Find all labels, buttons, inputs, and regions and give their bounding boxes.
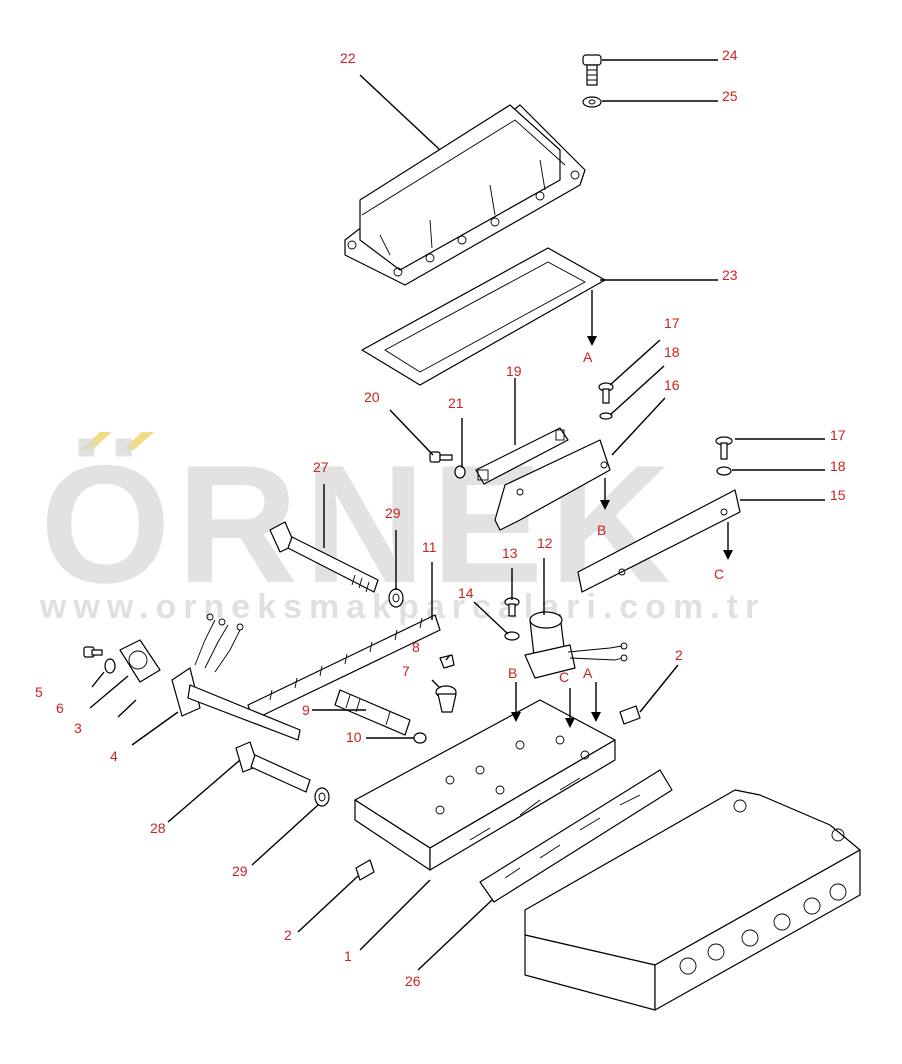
- callout-19: 19: [506, 363, 522, 379]
- washer-part-21: [454, 465, 466, 479]
- bracket-part-19: [475, 427, 569, 485]
- connector-c-top: C: [714, 566, 724, 582]
- washer-part-14: [504, 631, 520, 641]
- callout-23: 23: [722, 267, 738, 283]
- washer-part-25: [582, 96, 602, 108]
- callout-24: 24: [722, 47, 738, 63]
- callout-15: 15: [830, 487, 846, 503]
- callout-7: 7: [402, 663, 410, 679]
- plug-part-7: [435, 685, 457, 713]
- callout-29-lower: 29: [232, 863, 248, 879]
- cover-part-22: [344, 104, 586, 286]
- callout-2-lower: 2: [284, 927, 292, 943]
- connector-a-top: A: [583, 349, 593, 365]
- connector-part-3: [119, 639, 161, 683]
- callout-27: 27: [313, 459, 329, 475]
- solenoid-part-12: [524, 611, 628, 679]
- housing: [524, 789, 861, 1011]
- callout-12: 12: [537, 535, 553, 551]
- bolt-part-24: [582, 54, 602, 86]
- callout-29-upper: 29: [385, 505, 401, 521]
- washer-part-18-upper: [599, 412, 613, 420]
- washer-part-29-upper: [388, 588, 404, 608]
- pin-part-8: [439, 654, 455, 669]
- callout-13: 13: [502, 545, 518, 561]
- plate-part-26: [479, 769, 673, 903]
- connector-a-low: A: [583, 665, 593, 681]
- fitting-part-2-lower: [355, 859, 375, 881]
- callout-4: 4: [110, 748, 118, 764]
- watermark-accent-mark: [122, 432, 154, 450]
- washer-part-18-right: [716, 466, 732, 476]
- screw-part-17-right: [715, 436, 733, 460]
- leader-lines: [89, 59, 825, 971]
- connector-arrows: [511, 290, 733, 728]
- callout-3: 3: [74, 720, 82, 736]
- washer-part-6: [104, 658, 116, 674]
- valve-body-part-1: [354, 699, 616, 871]
- callout-16: 16: [664, 377, 680, 393]
- callout-26: 26: [405, 973, 421, 989]
- callout-1: 1: [344, 948, 352, 964]
- connector-b-top: B: [597, 522, 606, 538]
- callout-22: 22: [340, 50, 356, 66]
- callout-2-right: 2: [675, 647, 683, 663]
- callout-5: 5: [35, 684, 43, 700]
- washer-part-29-lower: [314, 787, 330, 807]
- callout-9: 9: [302, 702, 310, 718]
- connector-b-low: B: [508, 665, 517, 681]
- callout-6: 6: [56, 700, 64, 716]
- callout-18-upper: 18: [664, 344, 680, 360]
- callout-21: 21: [448, 395, 464, 411]
- fitting-part-2-right: [619, 705, 641, 725]
- oring-part-10: [413, 732, 427, 744]
- callout-18-right: 18: [830, 458, 846, 474]
- callout-labels: 22 24 25 23 17 18 16 19 20 21 17 18 15 2…: [35, 47, 846, 989]
- bar-part-15: [577, 489, 741, 593]
- bolt-part-27: [269, 521, 379, 593]
- strip-part-11: [247, 614, 441, 721]
- connector-letters: A B C B C A: [508, 349, 724, 685]
- screw-part-20: [429, 451, 453, 463]
- connector-c-low: C: [559, 669, 569, 685]
- screw-part-17-upper: [598, 382, 614, 404]
- callout-25: 25: [722, 88, 738, 104]
- bolt-part-28: [235, 741, 311, 793]
- callout-10: 10: [346, 729, 362, 745]
- screw-part-5: [83, 646, 103, 658]
- plate-part-4: [171, 613, 301, 741]
- callout-17-right: 17: [830, 427, 846, 443]
- callout-20: 20: [364, 389, 380, 405]
- bracket-part-16: [494, 439, 611, 531]
- callout-17-upper: 17: [664, 315, 680, 331]
- callout-28: 28: [150, 820, 166, 836]
- callout-14: 14: [458, 585, 474, 601]
- callout-11: 11: [422, 539, 437, 555]
- callout-8: 8: [412, 639, 420, 655]
- watermark-accent-mark: [80, 432, 112, 450]
